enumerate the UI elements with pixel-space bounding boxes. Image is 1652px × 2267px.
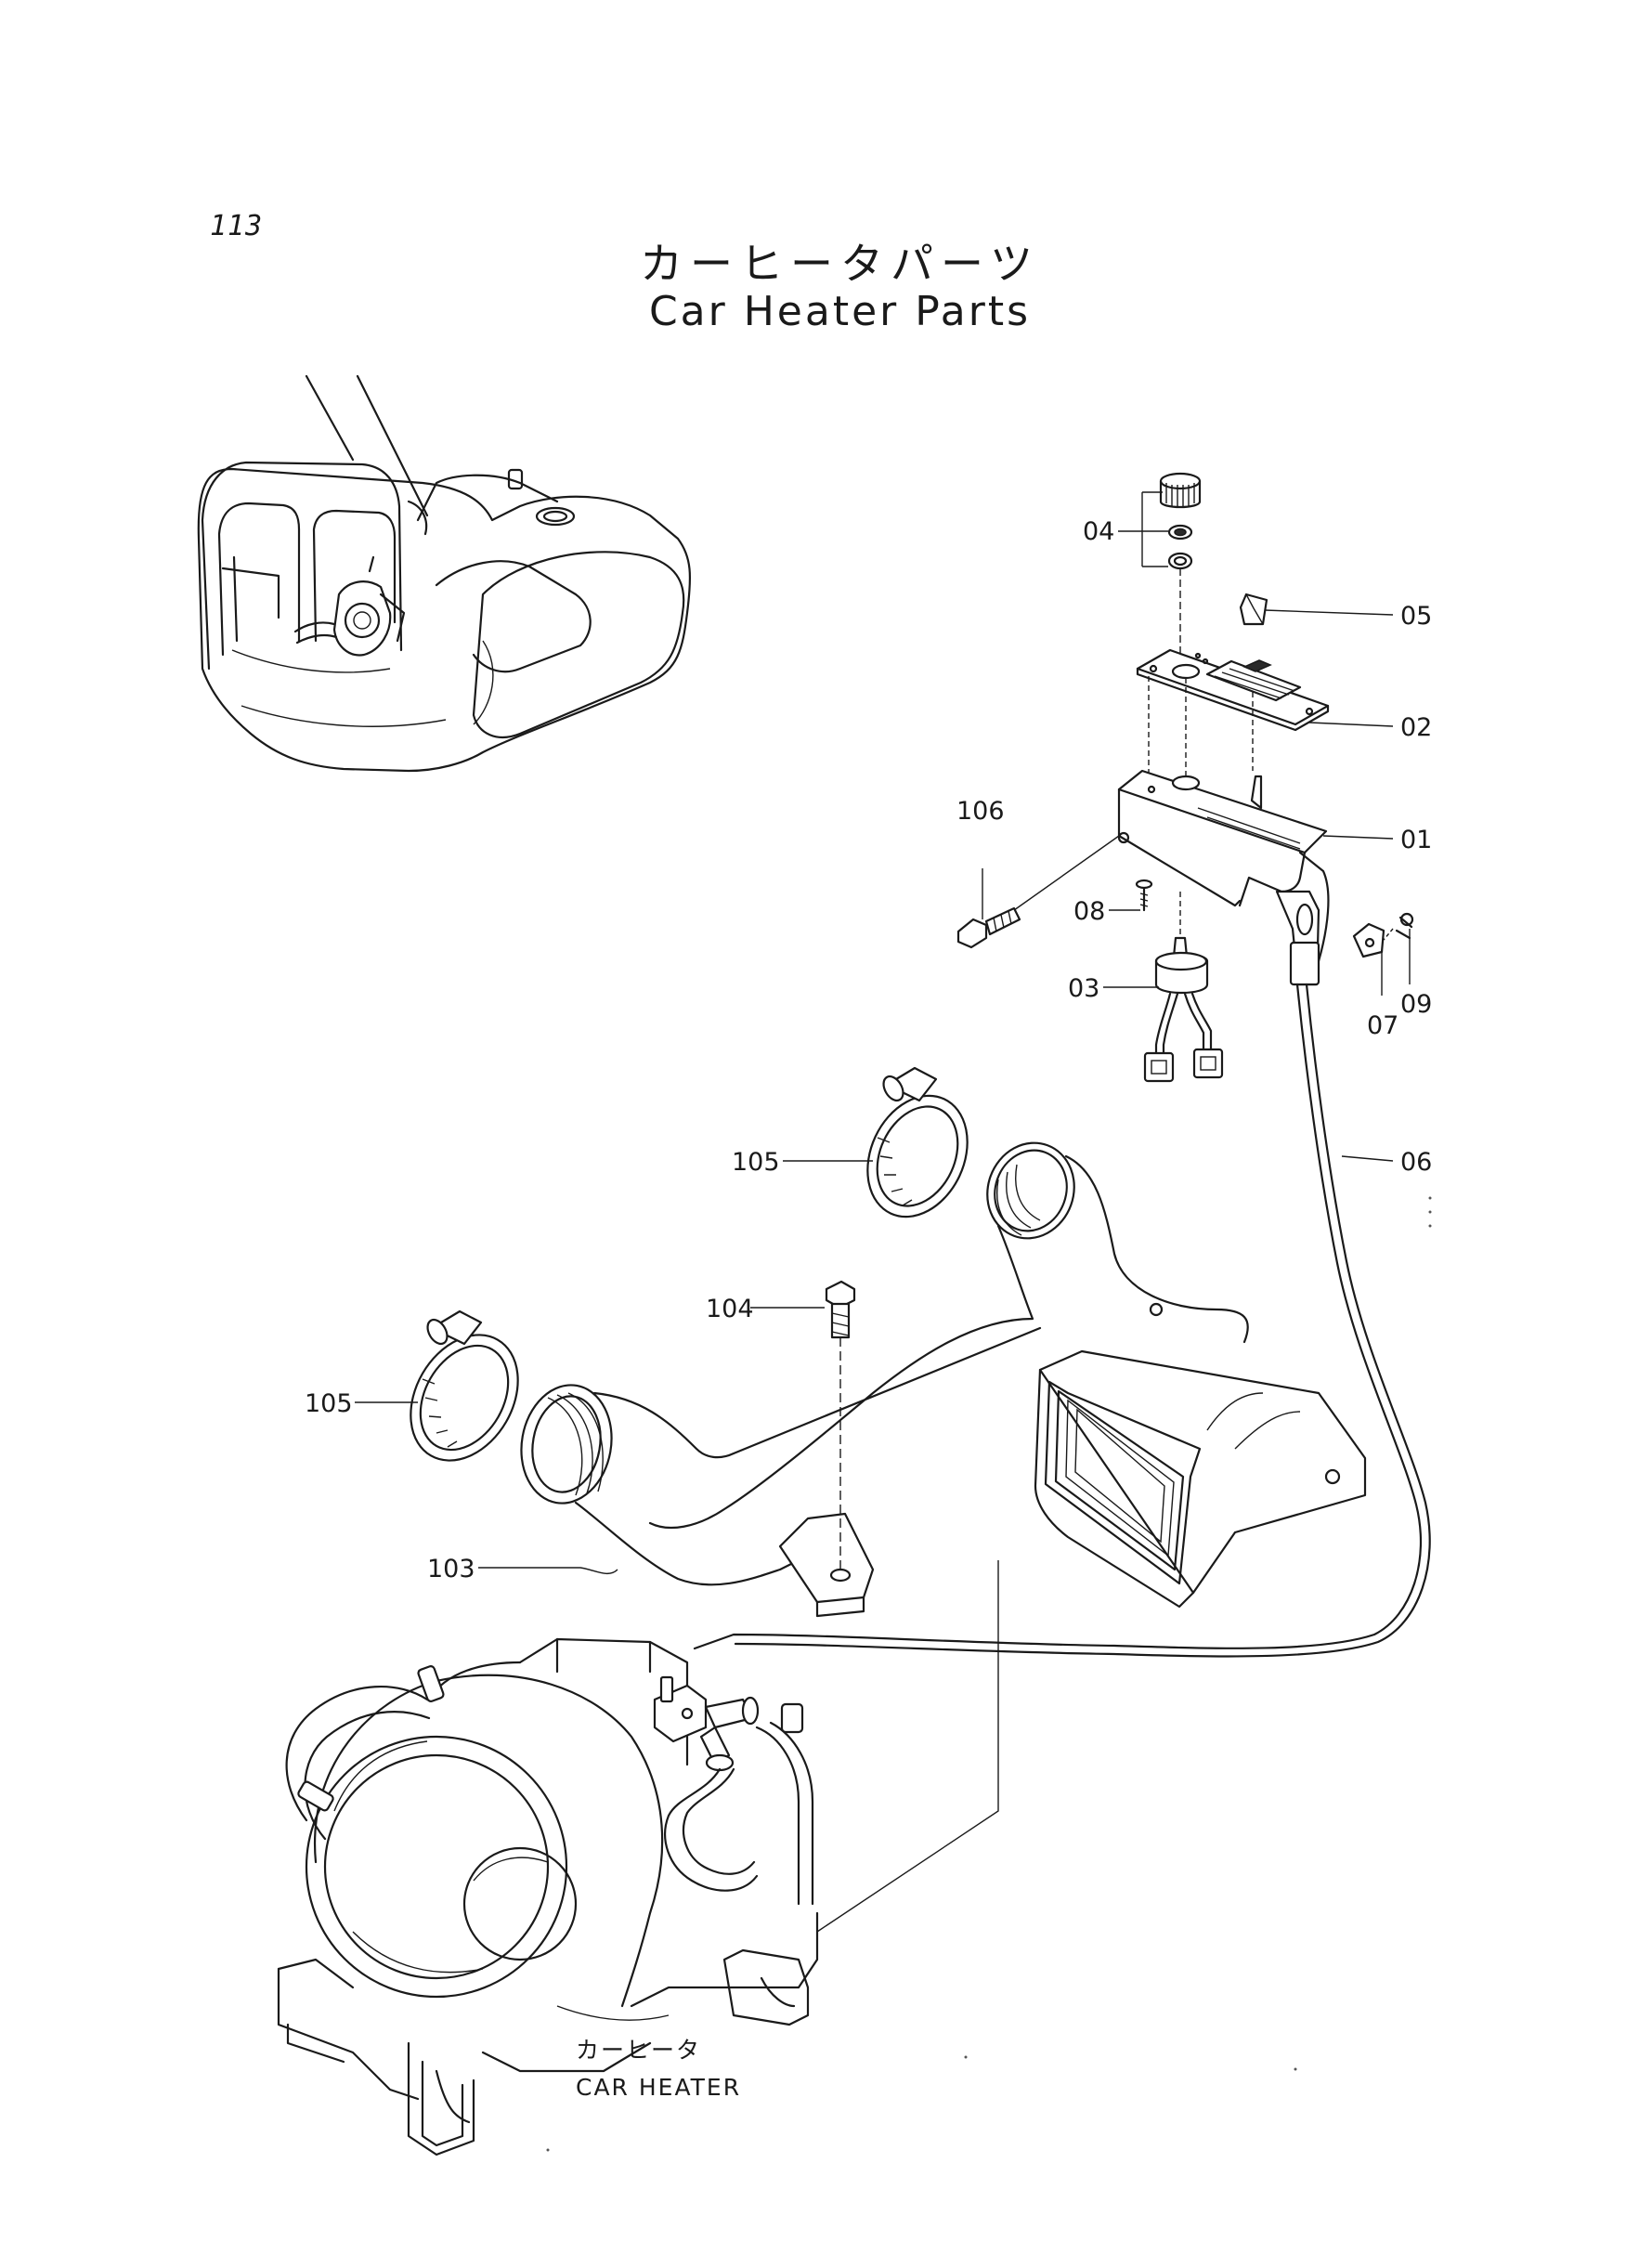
title-japanese: カーヒータパーツ: [639, 239, 1041, 289]
hose-clamp-105-lower: [410, 1309, 519, 1462]
control-panel-assembly: [956, 472, 1414, 1083]
callout-105-lower: 105: [305, 1389, 353, 1418]
callout-104: 104: [706, 1295, 754, 1323]
callout-103: 103: [427, 1555, 475, 1583]
callout-106: 106: [956, 797, 1005, 826]
callout-01: 01: [1400, 826, 1432, 854]
title-english: Car Heater Parts: [648, 288, 1032, 335]
callout-105-upper: 105: [732, 1148, 780, 1177]
callout-04: 04: [1083, 517, 1114, 546]
page-number: 113: [210, 210, 264, 242]
callout-labels: 04 05 02 01 106 08 03 07 09 06 105 104 1…: [305, 517, 1432, 1583]
car-heater-caption: カーヒータ CAR HEATER: [576, 2037, 741, 2101]
scan-specks: [546, 1196, 1432, 2152]
caption-japanese: カーヒータ: [576, 2037, 701, 2064]
callout-09: 09: [1400, 990, 1432, 1019]
callout-03: 03: [1068, 974, 1099, 1003]
callout-08: 08: [1073, 897, 1105, 926]
leader-lines: [355, 491, 1411, 1574]
callout-05: 05: [1400, 602, 1432, 631]
car-heater-unit-illustration: [277, 1560, 999, 2156]
air-duct-103: [520, 1141, 1367, 1618]
callout-06: 06: [1400, 1148, 1432, 1177]
callout-07: 07: [1367, 1011, 1398, 1040]
excavator-overview-illustration: [197, 374, 692, 773]
hose-clamp-105-upper: [866, 1066, 969, 1218]
bolt-104: [825, 1280, 856, 1339]
callout-02: 02: [1400, 713, 1432, 742]
control-cable-06: [693, 983, 1423, 1650]
caption-english: CAR HEATER: [576, 2074, 741, 2101]
